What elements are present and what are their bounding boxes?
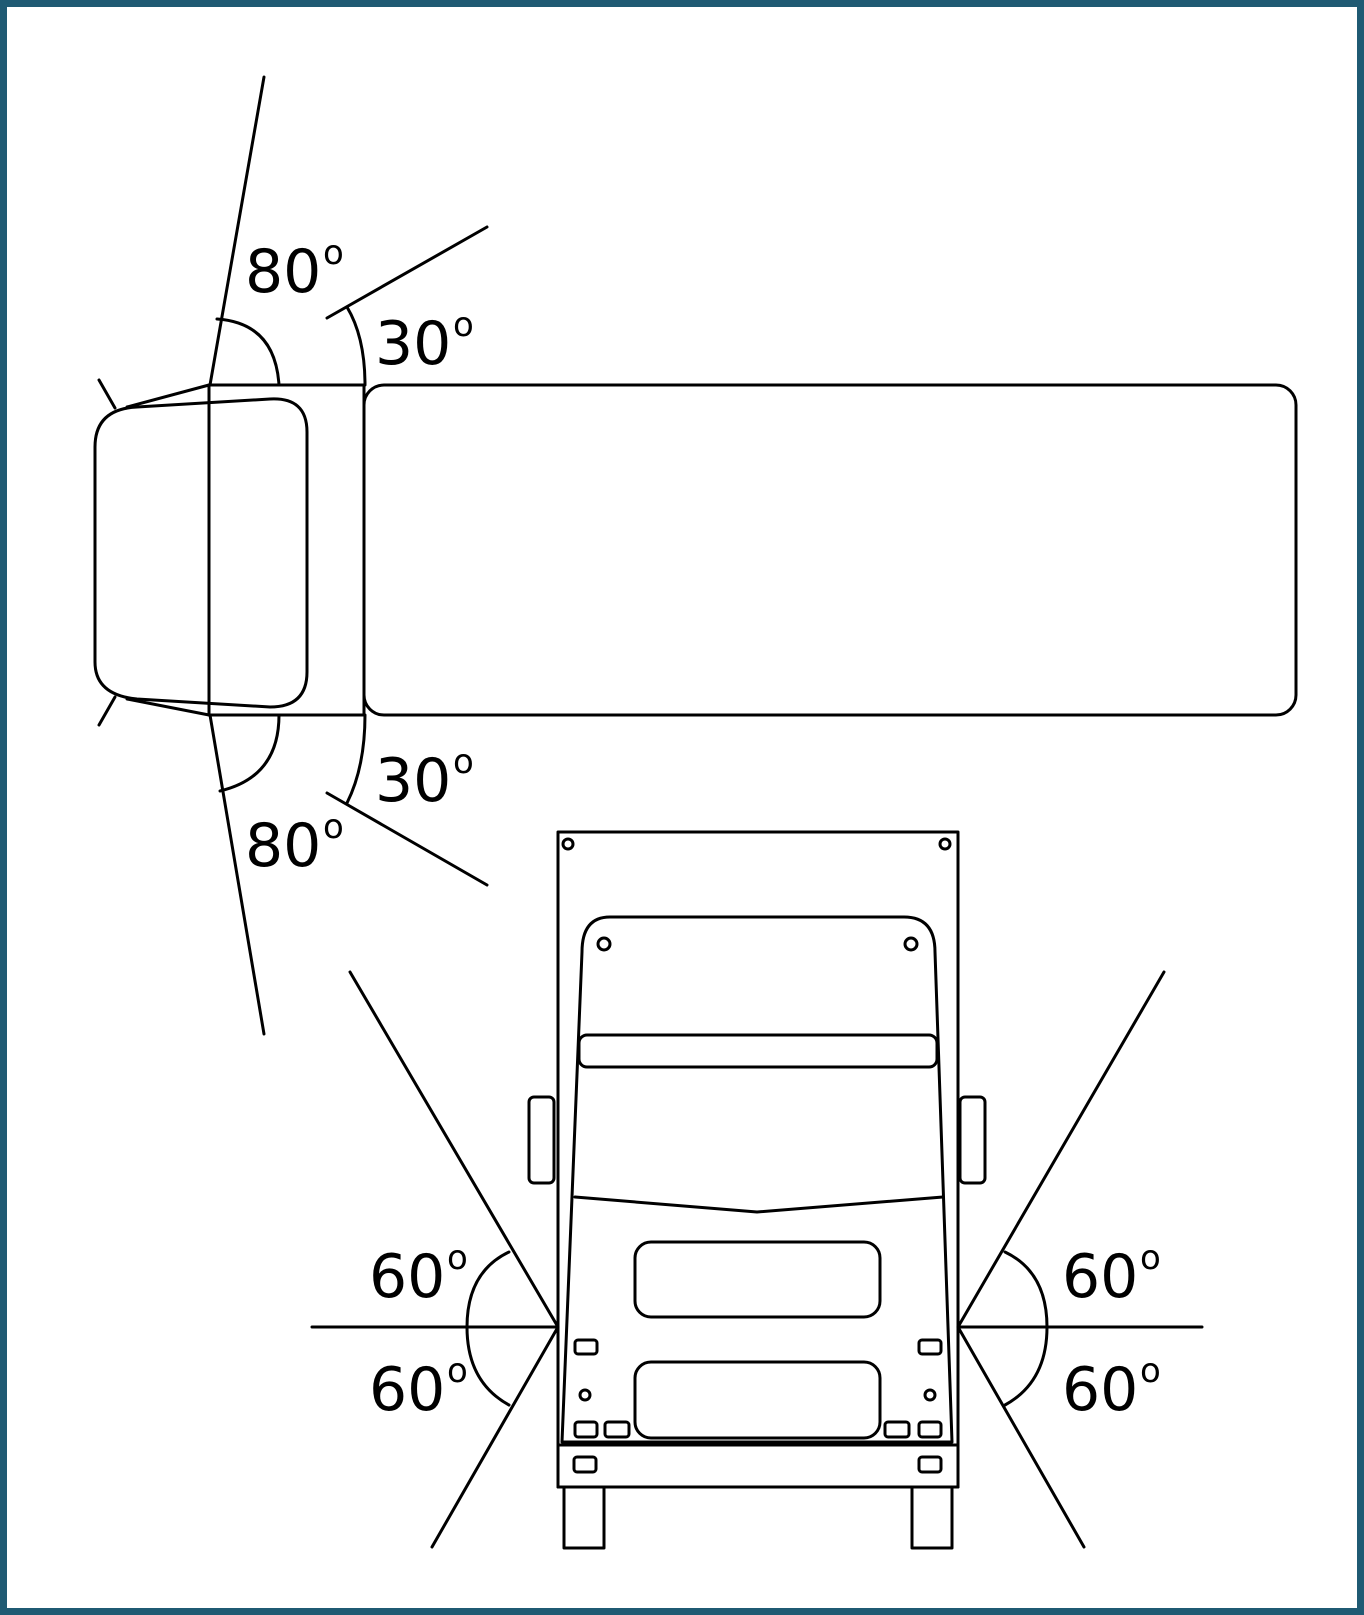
- right-headlight: [917, 1338, 943, 1356]
- left-lower-angle-unit: o: [447, 1351, 468, 1391]
- upper-grille: [633, 1240, 882, 1319]
- lower-inner-sight-line: [325, 791, 489, 887]
- left-fog-lamp-2: [603, 1420, 631, 1439]
- left-side-mirror: [527, 1095, 556, 1185]
- mirror-view-angle-diagram: 80 o 30 o 30 o 80 o: [93, 75, 1298, 1550]
- left-headlight: [573, 1338, 599, 1356]
- right-marker-lamp: [923, 1388, 937, 1402]
- right-upper-angle-value: 60: [1062, 1242, 1138, 1312]
- box-bolt-left: [561, 837, 575, 851]
- bumper-lamp-left: [572, 1455, 598, 1474]
- truck-front-view: 60 o 60 o 60 o 60 o: [310, 830, 1204, 1550]
- upper-inner-angle-unit: o: [453, 305, 474, 345]
- cab-base: [207, 383, 366, 717]
- lower-inner-angle-value: 30: [375, 746, 451, 816]
- lower-outer-angle-value: 80: [245, 811, 321, 881]
- left-marker-lamp: [578, 1388, 592, 1402]
- right-mirror-tick: [97, 695, 117, 727]
- left-mirror-tick: [97, 378, 117, 410]
- upper-outer-angle-unit: o: [323, 233, 344, 273]
- left-angle-arcs: [465, 1250, 511, 1407]
- right-fog-lamp-1: [883, 1420, 911, 1439]
- cargo-box: [362, 383, 1298, 717]
- left-upper-sight-line: [348, 970, 560, 1329]
- lower-outer-angle-arc: [218, 713, 281, 793]
- cab-bolt-right: [903, 936, 919, 952]
- left-mirror-arm: [125, 383, 211, 409]
- right-angle-arcs: [1003, 1250, 1049, 1407]
- left-lower-angle-value: 60: [369, 1355, 445, 1425]
- left-upper-angle-unit: o: [447, 1238, 468, 1278]
- right-upper-angle-unit: o: [1140, 1238, 1161, 1278]
- lower-outer-angle-unit: o: [323, 807, 344, 847]
- box-bolt-right: [938, 837, 952, 851]
- right-lower-angle-value: 60: [1062, 1355, 1138, 1425]
- left-upper-angle-value: 60: [369, 1242, 445, 1312]
- right-mirror-arm: [125, 697, 211, 717]
- upper-inner-sight-line: [325, 225, 489, 320]
- upper-outer-angle-arc: [215, 317, 281, 387]
- right-side-mirror: [958, 1095, 987, 1185]
- lower-inner-angle-arc: [345, 713, 367, 805]
- right-wheel: [910, 1485, 954, 1550]
- truck-top-view: 80 o 30 o 30 o 80 o: [93, 75, 1298, 1036]
- sun-visor: [577, 1033, 939, 1069]
- windshield-edge: [573, 1195, 945, 1214]
- lower-grille: [633, 1360, 882, 1440]
- right-lower-angle-unit: o: [1140, 1351, 1161, 1391]
- right-fog-lamp-2: [917, 1420, 943, 1439]
- upper-outer-angle-value: 80: [245, 237, 321, 307]
- cab-roof: [93, 397, 309, 709]
- left-wheel: [562, 1485, 606, 1550]
- left-fog-lamp-1: [573, 1420, 599, 1439]
- upper-inner-angle-arc: [345, 305, 367, 387]
- cargo-box-front: [556, 830, 960, 1489]
- cab-bolt-left: [596, 936, 612, 952]
- left-lower-sight-line: [430, 1325, 560, 1549]
- upper-inner-angle-value: 30: [375, 309, 451, 379]
- lower-outer-sight-line: [208, 713, 266, 1036]
- right-lower-sight-line: [956, 1325, 1086, 1549]
- lower-inner-angle-unit: o: [453, 742, 474, 782]
- bumper-lamp-right: [917, 1455, 943, 1474]
- cab-front: [560, 915, 954, 1444]
- right-upper-sight-line: [956, 970, 1166, 1329]
- upper-outer-sight-line: [208, 75, 266, 387]
- bumper: [556, 1443, 960, 1489]
